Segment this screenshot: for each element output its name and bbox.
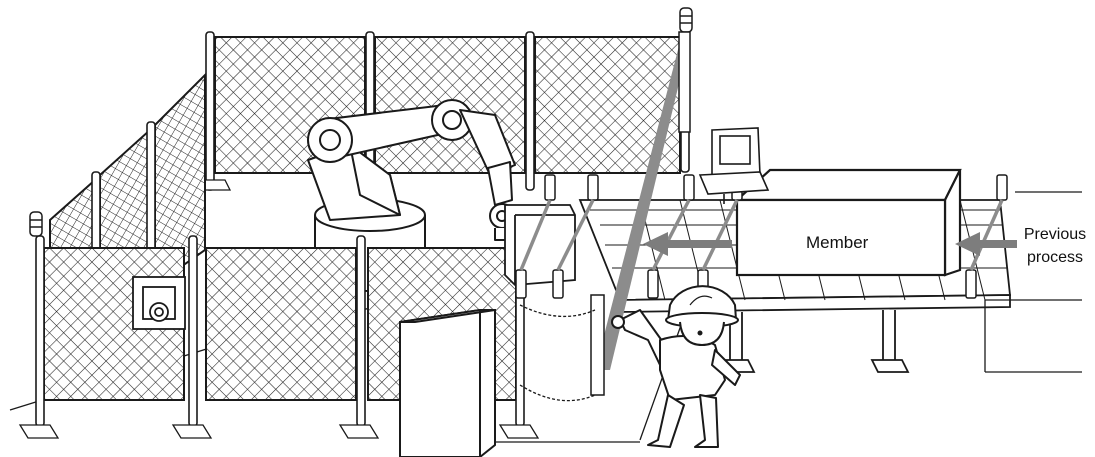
member-label: Member [806, 233, 868, 253]
robot-controller-cabinet [400, 310, 495, 457]
chain-barrier-icon [520, 305, 595, 401]
emergency-stop-button-icon [133, 277, 185, 329]
previous-process-line2: process [1019, 246, 1091, 269]
previous-process-label: Previous process [1019, 223, 1091, 269]
member-workpiece [737, 170, 960, 275]
previous-process-line1: Previous [1019, 223, 1091, 246]
